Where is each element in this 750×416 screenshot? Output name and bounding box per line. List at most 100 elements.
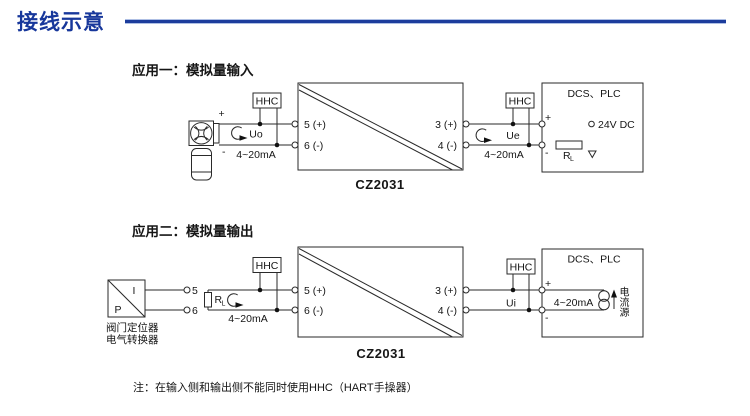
loop-arrow-head	[239, 135, 248, 141]
title-underline	[125, 19, 726, 24]
terminal-4-label: 4 (-)	[438, 305, 457, 317]
supply-terminal-circle	[588, 120, 595, 128]
footnote: 注：在输入侧和输出侧不能同时使用HHC（HART手操器）	[133, 380, 418, 394]
current-source-caption-char: 流	[620, 296, 630, 309]
hhc-input-connector: HHC	[252, 257, 282, 313]
terminal-circle	[538, 141, 546, 149]
dcs-plc-box: DCS、PLC + - 24V DC R L	[538, 82, 644, 173]
ground-arrow-icon	[587, 150, 597, 159]
load-resistor	[555, 140, 583, 150]
dcs-inner-wires	[545, 289, 605, 311]
transmitter-dial	[190, 122, 213, 145]
load-loop-wires	[207, 289, 292, 311]
hhc-box	[252, 92, 282, 109]
terminal-3-label: 3 (+)	[435, 119, 457, 131]
dcs-label: DCS、PLC	[567, 88, 621, 100]
junction-dot	[526, 307, 532, 313]
hhc-output-connector: HHC	[505, 92, 535, 148]
isolator-box: 5 (+) 6 (-) 3 (+) 4 (-) CZ2031	[291, 82, 470, 192]
current-source-icon	[598, 298, 610, 311]
hhc-label: HHC	[256, 260, 279, 272]
loop-arrow-arc	[227, 293, 239, 307]
junction-dot	[526, 142, 532, 148]
transmitter-icon	[188, 120, 220, 181]
loop-arrow-head	[484, 137, 492, 143]
app2-output-current-label: 4~20mA	[554, 297, 593, 309]
hhc-leads	[259, 108, 278, 145]
current-source-caption-char: 电	[620, 286, 630, 299]
hhc-leads	[512, 108, 530, 145]
transmitter-housing	[188, 120, 214, 146]
junction-dot	[257, 287, 263, 293]
positioner-caption-1: 阀门定位器	[106, 321, 159, 334]
transmitter-sensor-bands	[191, 155, 212, 173]
hhc-leads	[259, 272, 278, 310]
page-title: 接线示意	[17, 11, 105, 34]
terminal-circle	[291, 306, 299, 314]
positioner-diagonal	[107, 279, 146, 318]
terminal-circle	[462, 286, 470, 294]
junction-dot	[510, 121, 516, 127]
positioner-wires	[145, 289, 184, 311]
dcs-minus-label: -	[545, 312, 549, 324]
load-loop: R L	[204, 289, 292, 311]
terminal-5-label: 5 (+)	[304, 119, 326, 131]
loop-arrow	[231, 126, 248, 141]
terminal-6-label: 6 (-)	[304, 140, 323, 152]
app2-diagram: 应用二：模拟量输出 I P 5 6 阀门定位器 电气转换器 R L	[106, 223, 644, 361]
junction-dot	[274, 142, 280, 148]
hhc-box	[252, 257, 282, 273]
junction-dot	[274, 307, 280, 313]
ue-label: Ue	[506, 130, 520, 142]
current-direction-arrow-head	[611, 289, 617, 298]
dcs-plus-label: +	[545, 112, 551, 124]
current-source-icon	[598, 290, 610, 302]
dcs-minus-label: -	[545, 147, 549, 159]
hhc-label: HHC	[509, 96, 532, 108]
uo-label: Uo	[249, 129, 263, 141]
isolation-barrier-lines	[298, 84, 463, 171]
dcs-outline	[541, 248, 644, 338]
hhc-input-connector: HHC	[252, 92, 282, 148]
app2-section-label: 应用二：模拟量输出	[132, 223, 254, 239]
terminal-circle	[462, 120, 470, 128]
device-name: CZ2031	[356, 346, 405, 361]
app1-diagram: 应用一：模拟量输入 + - HHC	[132, 62, 644, 192]
app1-output-current-label: 4~20mA	[484, 149, 523, 161]
positioner-p-label: P	[114, 304, 121, 316]
load-resistor-label: R	[563, 150, 571, 162]
dcs-plc-box: DCS、PLC + - 4~20mA 电 流 源	[538, 248, 644, 338]
positioner-caption-2: 电气转换器	[106, 333, 159, 346]
terminal-3-label: 3 (+)	[435, 285, 457, 297]
terminal-circle	[462, 306, 470, 314]
loop-arrow	[227, 293, 244, 308]
isolation-barrier-lines	[298, 248, 463, 338]
positioner-i-label: I	[133, 285, 136, 297]
loop-arrow	[475, 128, 492, 143]
junction-dot	[510, 287, 516, 293]
terminal-circle	[462, 141, 470, 149]
valve-positioner-icon: I P	[107, 279, 146, 318]
terminal-4-label: 4 (-)	[438, 140, 457, 152]
transmitter-terminal-box	[213, 123, 220, 144]
transmitter-dial-arcs	[193, 125, 209, 141]
hhc-box	[505, 92, 535, 109]
device-name: CZ2031	[355, 177, 404, 192]
app1-input-current-label: 4~20mA	[236, 149, 275, 161]
dcs-plus-label: +	[545, 278, 551, 290]
app1-plus-label: +	[219, 108, 225, 120]
load-resistor	[204, 292, 212, 308]
junction-dot	[257, 121, 263, 127]
app1-section-label: 应用一：模拟量输入	[132, 62, 254, 78]
hhc-output-connector: HHC	[506, 258, 536, 313]
terminal-6-label: 6 (-)	[304, 305, 323, 317]
loop-arrow-arc	[475, 128, 487, 142]
terminal-circle	[183, 306, 191, 314]
terminal-circle	[538, 120, 546, 128]
terminal-circle	[291, 286, 299, 294]
loop-arrow-arc	[231, 126, 243, 140]
hhc-box	[506, 258, 536, 275]
app1-minus-label: -	[222, 146, 226, 158]
positioner-terminal-5: 5	[192, 285, 198, 297]
transmitter-sensor-body	[191, 148, 212, 181]
